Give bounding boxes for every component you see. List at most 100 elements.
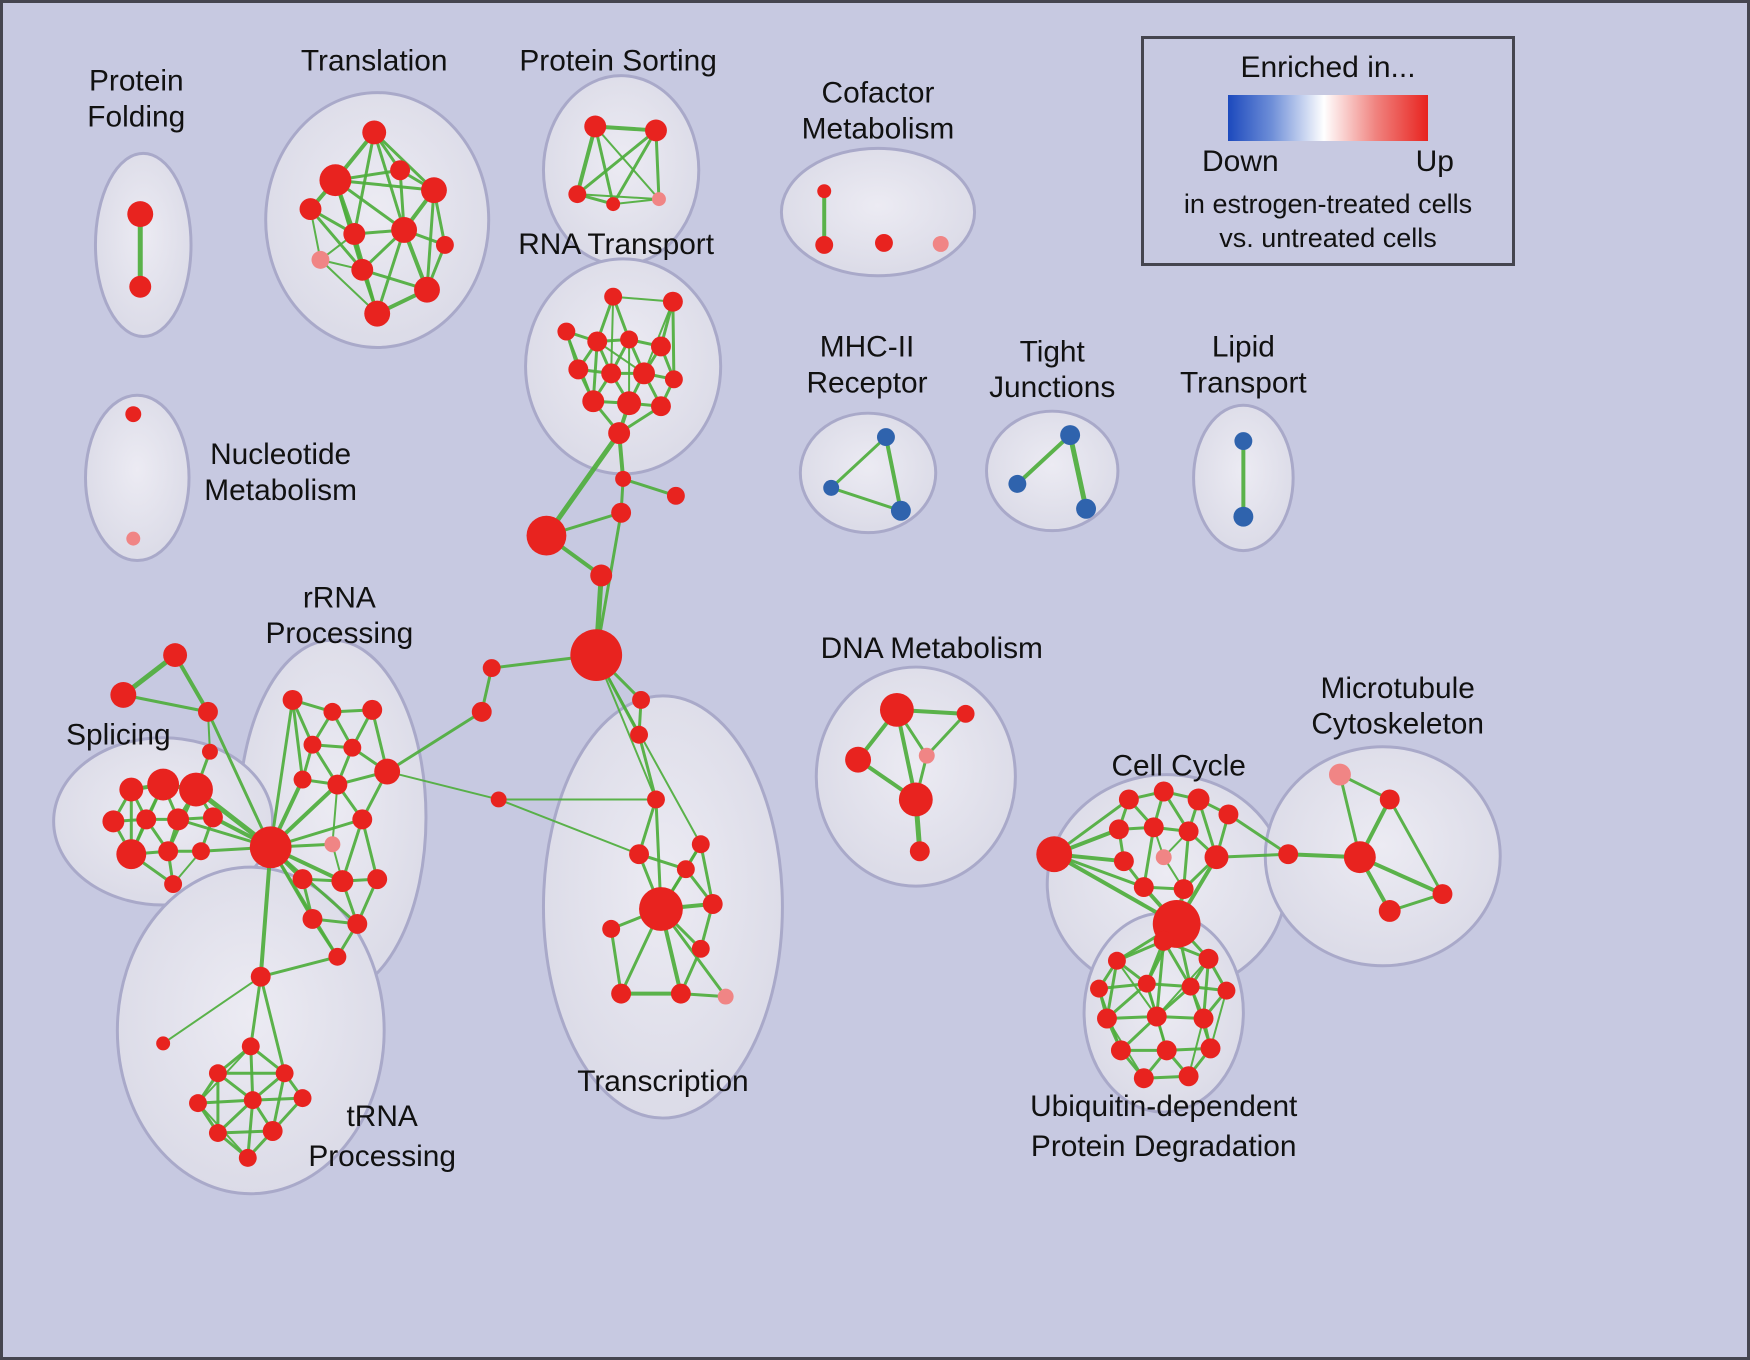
network-node	[1133, 877, 1154, 898]
network-edge	[333, 178, 436, 192]
network-node	[879, 692, 914, 727]
network-node	[630, 725, 649, 744]
network-node	[823, 479, 840, 496]
network-node	[421, 177, 447, 204]
network-node	[1328, 763, 1351, 786]
network-node	[570, 629, 623, 681]
network-node	[275, 1064, 294, 1083]
cluster-label-ubiquitin-degradation: Ubiquitin-dependent	[1030, 1090, 1298, 1123]
network-node	[817, 184, 832, 199]
legend-description-line1: in estrogen-treated cells	[1183, 189, 1473, 219]
network-node	[490, 791, 507, 808]
cluster-ellipse-protein-folding	[93, 151, 193, 339]
network-edge	[610, 295, 615, 375]
network-node	[238, 1148, 257, 1167]
cluster-label-lipid-transport: Lipid	[1212, 330, 1275, 363]
network-node	[202, 807, 223, 828]
network-node	[262, 1121, 283, 1141]
network-node	[582, 390, 605, 413]
network-edge	[372, 130, 406, 232]
cluster-label-cell-cycle: Cell Cycle	[1111, 750, 1245, 783]
network-node	[241, 1037, 260, 1056]
network-edge	[1226, 812, 1290, 856]
network-node	[611, 983, 632, 1004]
network-node	[163, 643, 188, 668]
network-node	[664, 370, 683, 389]
network-node	[293, 770, 312, 789]
network-node	[1143, 817, 1164, 838]
network-node	[319, 164, 352, 197]
network-node	[156, 1036, 171, 1051]
network-node	[1432, 884, 1453, 905]
network-edge	[576, 193, 660, 201]
network-node	[327, 774, 348, 795]
network-node	[1379, 789, 1400, 810]
network-node	[1153, 781, 1174, 802]
legend-gradient-bar	[1228, 95, 1428, 141]
network-node	[633, 362, 655, 385]
network-node	[604, 287, 623, 306]
network-edge	[609, 927, 623, 996]
network-edge	[196, 1098, 255, 1105]
network-edge	[829, 435, 888, 490]
network-node	[1204, 845, 1229, 870]
network-node	[1097, 1008, 1117, 1029]
network-edge	[611, 128, 658, 206]
network-node	[208, 1124, 227, 1142]
network-edge	[269, 698, 295, 849]
network-edge	[258, 845, 273, 979]
cluster-ellipse-trna-processing	[115, 865, 386, 1196]
network-node	[1155, 849, 1172, 866]
cluster-label-mhc-ii-receptor: Receptor	[806, 366, 927, 399]
network-node	[147, 768, 180, 801]
network-node	[890, 500, 911, 521]
network-edge	[1388, 797, 1444, 896]
cluster-label-rna-transport: RNA Transport	[518, 228, 715, 261]
network-node	[1133, 1068, 1154, 1089]
network-node	[125, 406, 142, 423]
network-node	[116, 839, 147, 870]
network-node	[198, 701, 218, 722]
cluster-label-splicing: Splicing	[66, 719, 171, 752]
cluster-label-cofactor-metabolism: Metabolism	[802, 112, 955, 145]
network-edge	[291, 698, 305, 782]
network-node	[110, 681, 137, 708]
cluster-ellipse-splicing	[52, 736, 275, 907]
network-node	[1108, 819, 1129, 840]
network-node	[136, 809, 157, 830]
network-node	[331, 870, 354, 893]
network-node	[1198, 948, 1219, 969]
network-node	[702, 894, 723, 914]
network-edge	[595, 654, 702, 846]
network-nodes	[102, 115, 1453, 1167]
network-node	[1187, 788, 1210, 811]
network-node	[670, 983, 691, 1004]
network-node	[620, 330, 639, 349]
network-node	[1036, 836, 1073, 873]
network-node	[302, 908, 323, 929]
cluster-label-trna-processing: Processing	[308, 1140, 456, 1173]
network-node	[1343, 841, 1376, 874]
network-node	[324, 836, 341, 853]
cluster-label-translation: Translation	[301, 45, 448, 78]
network-node	[629, 844, 650, 865]
network-edge	[1209, 989, 1228, 1050]
network-node	[311, 250, 330, 269]
network-node	[615, 470, 632, 487]
network-edge	[654, 128, 661, 201]
network-edge	[497, 798, 641, 856]
network-node	[1200, 1038, 1221, 1059]
network-node	[557, 322, 576, 341]
network-node	[617, 391, 642, 416]
cluster-ellipse-nucleotide-metabolism	[84, 393, 191, 563]
network-node	[602, 919, 621, 938]
cluster-ellipse-tight-junctions	[985, 409, 1120, 533]
network-node	[1008, 474, 1027, 493]
network-edge	[829, 486, 903, 513]
legend-title: Enriched in...	[1240, 51, 1416, 84]
network-node	[1146, 1006, 1167, 1027]
network-edge	[883, 435, 903, 513]
network-edge	[637, 733, 658, 801]
